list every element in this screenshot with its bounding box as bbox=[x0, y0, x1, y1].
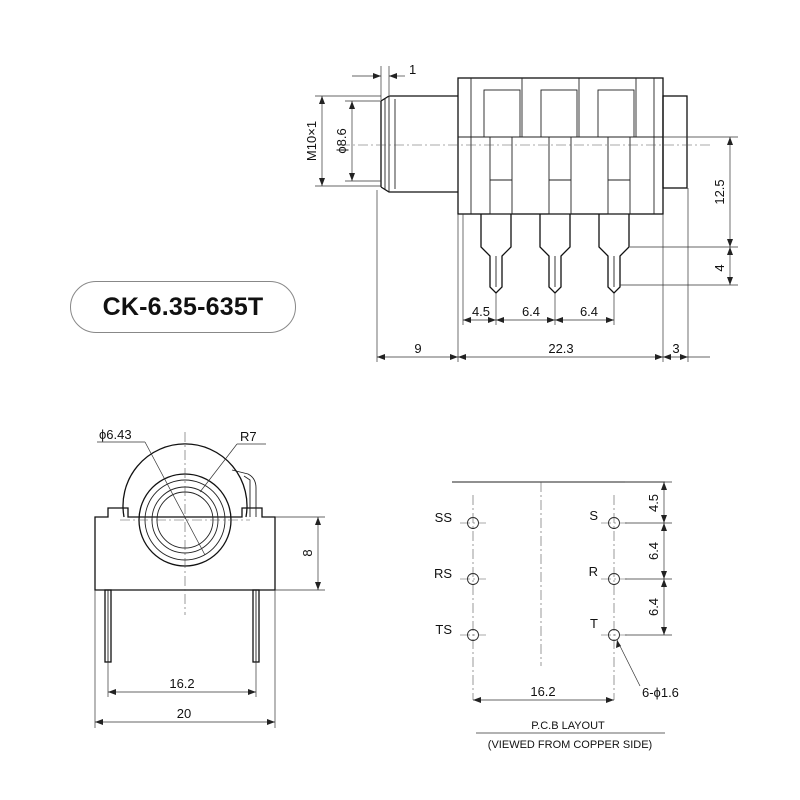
dim-height-text: 12.5 bbox=[712, 179, 727, 204]
pcb-label-ts: TS bbox=[435, 622, 452, 637]
pcb-label-r: R bbox=[589, 564, 598, 579]
dim-bore: ϕ8.6 bbox=[334, 100, 381, 182]
side-body bbox=[457, 77, 688, 215]
dim-thread-text: M10×1 bbox=[304, 121, 319, 161]
front-view: ϕ6.43 R7 8 16.2 bbox=[94, 427, 325, 728]
dim-thread: M10×1 bbox=[304, 95, 381, 187]
pcb-dim-pitch-b-text: 6.4 bbox=[646, 598, 661, 616]
dim-heights: 12.5 4 bbox=[620, 136, 738, 286]
dim-front-width-text: 20 bbox=[177, 706, 191, 721]
pcb-dim-pitch-a-text: 6.4 bbox=[646, 542, 661, 560]
dim-collar: 1 bbox=[352, 62, 416, 100]
dim-pitches: 4.5 6.4 6.4 bbox=[462, 214, 615, 325]
dim-front-radius: R7 bbox=[199, 429, 266, 493]
dim-front-len-text: 9 bbox=[414, 341, 421, 356]
pcb-hole-spec-text: 6-ϕ1.6 bbox=[642, 685, 679, 700]
pcb-caption-title: P.C.B LAYOUT bbox=[531, 720, 605, 732]
pcb-layout: SS RS TS S R T 4.5 6.4 6.4 16.2 bbox=[434, 481, 679, 751]
dim-front-hole-text: ϕ6.43 bbox=[99, 427, 132, 442]
pcb-label-ss: SS bbox=[435, 510, 453, 525]
dim-front-height-text: 8 bbox=[300, 549, 315, 556]
pcb-dim-span: 16.2 bbox=[473, 684, 614, 703]
dim-front-height: 8 bbox=[275, 516, 325, 591]
pcb-label-s: S bbox=[589, 508, 598, 523]
dim-front-hole: ϕ6.43 bbox=[97, 427, 206, 556]
pcb-dim-span-text: 16.2 bbox=[530, 684, 555, 699]
dim-front-span: 16.2 bbox=[107, 662, 257, 697]
pcb-label-t: T bbox=[590, 616, 598, 631]
pcb-caption-subtitle: (VIEWED FROM COPPER SIDE) bbox=[488, 739, 652, 751]
part-number-title: CK-6.35-635T bbox=[102, 292, 264, 321]
dim-front-radius-text: R7 bbox=[240, 429, 257, 444]
dim-front-span-text: 16.2 bbox=[169, 676, 194, 691]
title-badge: CK-6.35-635T bbox=[70, 281, 296, 333]
dim-bore-text: ϕ8.6 bbox=[334, 128, 349, 153]
pcb-caption: P.C.B LAYOUT (VIEWED FROM COPPER SIDE) bbox=[476, 720, 665, 751]
dim-rear-len-text: 3 bbox=[672, 341, 679, 356]
dim-pin-len-text: 4 bbox=[712, 264, 727, 271]
dim-lengths: 9 22.3 3 bbox=[376, 188, 710, 362]
pcb-label-rs: RS bbox=[434, 566, 452, 581]
dim-collar-text: 1 bbox=[409, 62, 416, 77]
dim-front-width: 20 bbox=[94, 590, 276, 728]
dim-pitch3-text: 6.4 bbox=[580, 304, 598, 319]
side-barrel bbox=[380, 95, 458, 193]
side-pins bbox=[480, 214, 630, 294]
dim-body-len-text: 22.3 bbox=[548, 341, 573, 356]
pcb-dim-vertical: 4.5 6.4 6.4 bbox=[625, 481, 672, 636]
side-view: 1 M10×1 ϕ8.6 bbox=[304, 62, 738, 362]
dim-pitch2-text: 6.4 bbox=[522, 304, 540, 319]
pcb-dim-top-text: 4.5 bbox=[646, 494, 661, 512]
dim-pitch1-text: 4.5 bbox=[472, 304, 490, 319]
pcb-hole-leader: 6-ϕ1.6 bbox=[616, 639, 679, 700]
